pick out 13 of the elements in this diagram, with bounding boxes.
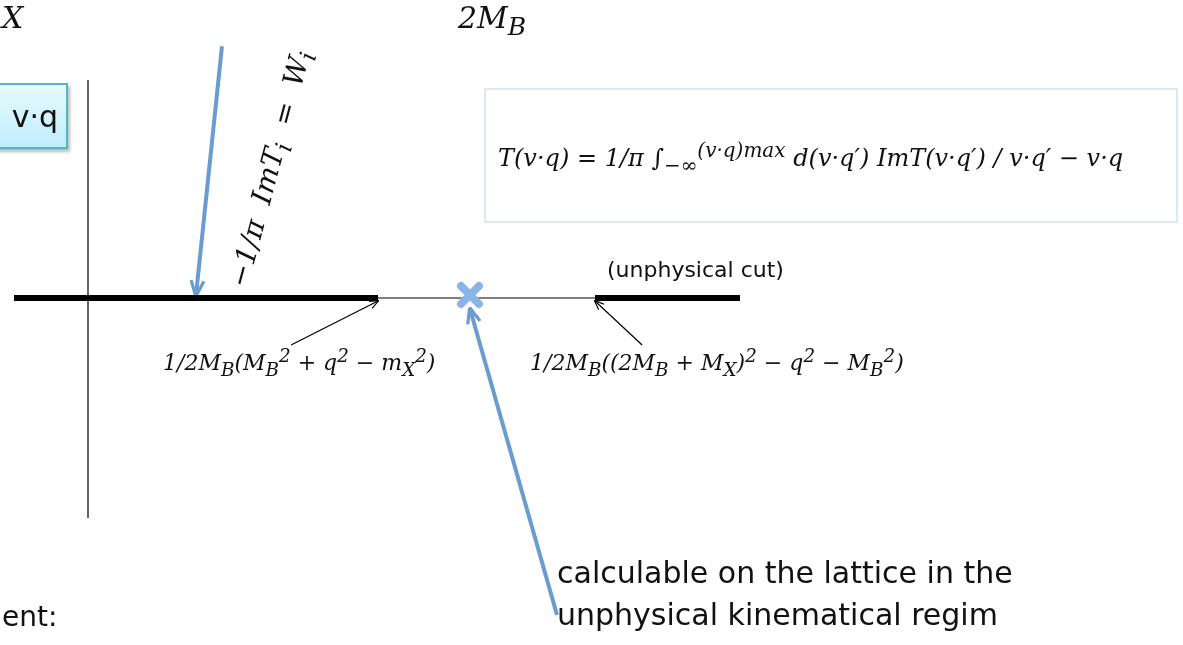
text-fragment: X [2,0,24,35]
pole-cross-icon [456,281,484,309]
arrow [466,305,559,616]
leader-arrow [593,299,643,346]
threshold-formula: 1/2M$_{B}$((2M$_{B}$ + M$_{X}$)$^{2}$ − q$^{2}$ − M$_{B}$$^{2}$) [530,345,904,380]
text-fragment: 2M$_{B}$ [458,0,527,41]
threshold-formula: 1/2M$_{B}$(M$_{B}$$^{2}$ + q$^{2}$ − m$_{X}$$^{2}$) [163,345,436,380]
cut-caption: (unphysical cut) [607,257,784,282]
annotation-text: calculable on the lattice in the unphysical kinematical regim [557,552,1177,636]
axis-label-box: v·q [0,83,68,149]
text-fragment: ent: [2,600,58,633]
formula-box: T(v·q) = 1/π ∫$_{−∞}$$^{(v·q)max}$ d(v·q′) ImT(v·q′) / v·q′ − v·q [484,88,1178,223]
leader-arrow [290,300,380,346]
